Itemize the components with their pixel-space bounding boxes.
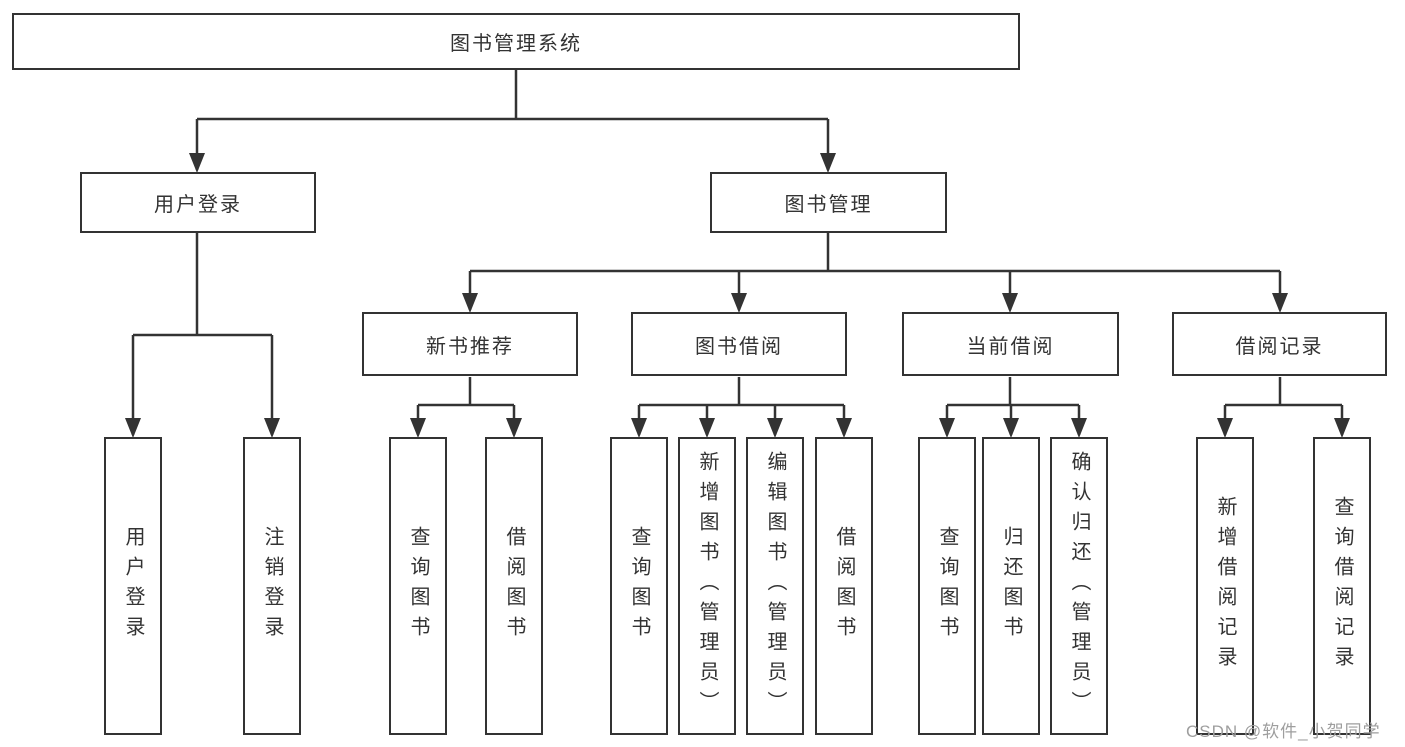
watermark: CSDN @软件_小贺同学 [1186,722,1381,741]
node-borrow-books-2: 借阅图书 [815,437,873,735]
node-edit-books-admin: 编辑图书（管理员） [746,437,804,735]
node-add-books-admin: 新增图书（管理员） [678,437,736,735]
node-confirm-return-admin: 确认归还（管理员） [1050,437,1108,735]
node-user-login: 用户登录 [104,437,162,735]
node-library-management-system: 图书管理系统 [12,13,1020,70]
node-query-books-2: 查询图书 [610,437,668,735]
node-return-books: 归还图书 [982,437,1040,735]
node-logout: 注销登录 [243,437,301,735]
node-query-borrow-record: 查询借阅记录 [1313,437,1371,735]
node-borrow-books-1: 借阅图书 [485,437,543,735]
node-query-books-1: 查询图书 [389,437,447,735]
node-current-borrow: 当前借阅 [902,312,1119,376]
tree-branches [125,70,1350,438]
node-book-borrow: 图书借阅 [631,312,847,376]
node-new-book-recommend: 新书推荐 [362,312,578,376]
node-query-books-3: 查询图书 [918,437,976,735]
node-borrow-record: 借阅记录 [1172,312,1387,376]
node-book-management: 图书管理 [710,172,947,233]
node-add-borrow-record: 新增借阅记录 [1196,437,1254,735]
node-user-login-group: 用户登录 [80,172,316,233]
